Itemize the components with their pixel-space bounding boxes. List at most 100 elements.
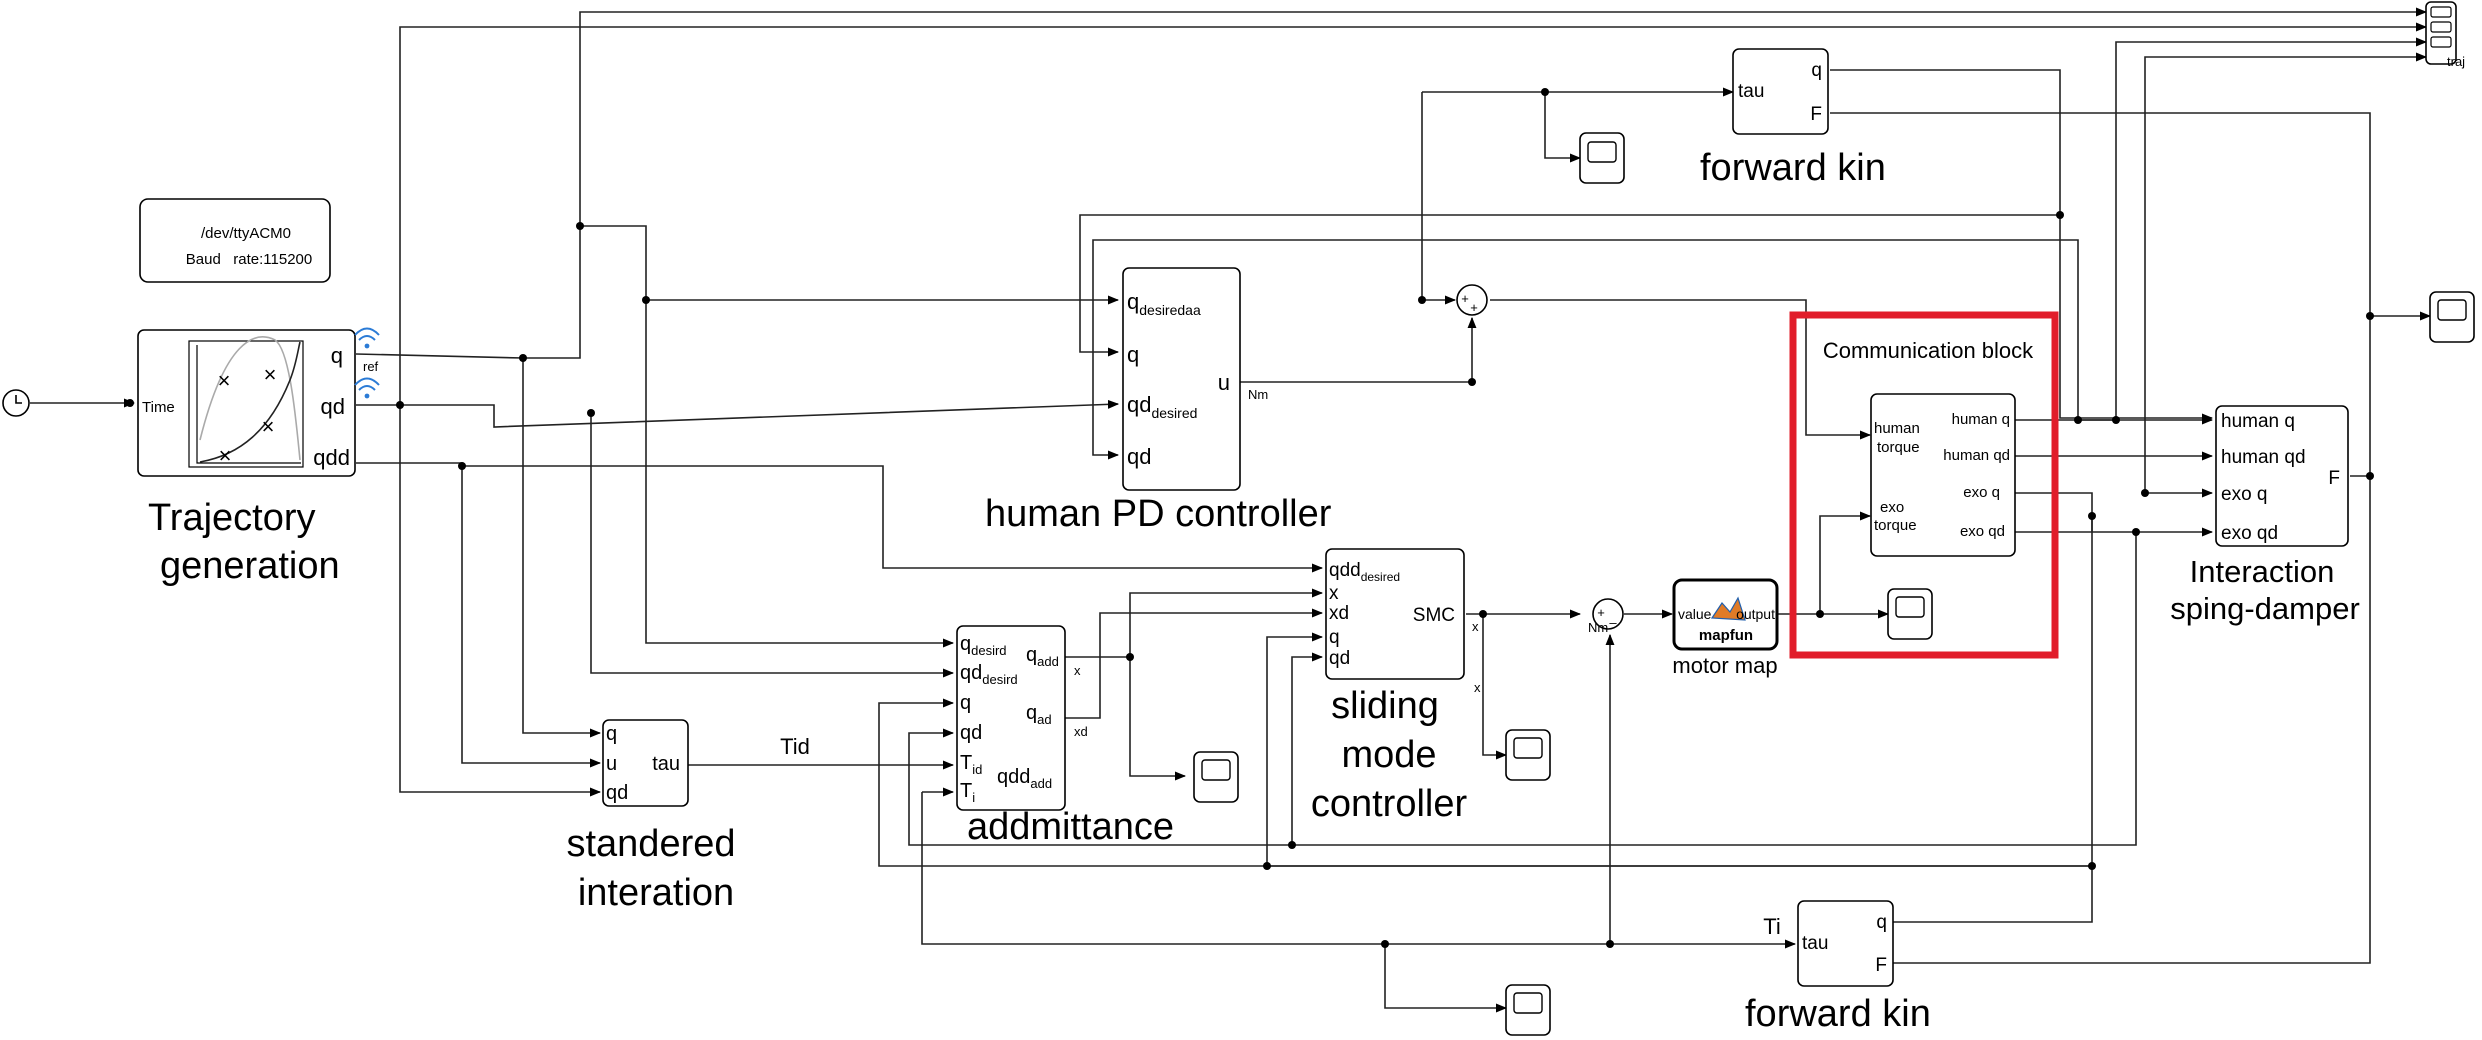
wire-eq-to-traj-scope[interactable] xyxy=(2144,52,2428,493)
scope-fk-bot[interactable] xyxy=(1505,984,1551,1036)
comm-in-exo-1: exo xyxy=(1880,499,1904,516)
adm-x-label: x xyxy=(1074,663,1081,678)
smc-in-xd: xd xyxy=(1329,603,1349,624)
sliding-mode-controller-block[interactable]: qdddesired x xd q qd SMC xyxy=(1325,548,1465,680)
pd-out-u: u xyxy=(1218,370,1230,395)
comm-in-human-1: human xyxy=(1874,420,1920,437)
matlab-icon xyxy=(1710,596,1746,621)
adm-in-ti: Ti xyxy=(960,780,975,805)
scope-fk-top[interactable] xyxy=(1579,132,1625,184)
pd-in-qdesired: qdesiredaa xyxy=(1127,289,1201,318)
comm-out-hq: human q xyxy=(1952,411,2010,428)
scope-traj[interactable] xyxy=(2425,1,2457,65)
wire-fk-loop-to-sum[interactable] xyxy=(1421,92,1457,305)
fk-bot-out-f: F xyxy=(1875,955,1887,976)
adm-in-qd: qd xyxy=(960,722,982,744)
smc-name-line2: mode xyxy=(1341,734,1436,776)
svg-text:×: × xyxy=(264,362,277,387)
wire-fk-top-q[interactable] xyxy=(1830,69,2214,423)
signal-wires xyxy=(30,7,2432,1013)
smc-x-label: x xyxy=(1472,619,1479,634)
wire-hq-to-pd-q[interactable] xyxy=(1079,214,2060,357)
std-in-qd: qd xyxy=(606,782,628,804)
svg-text:+: + xyxy=(1470,300,1478,315)
wire-f-to-fk-bot[interactable] xyxy=(1828,475,2371,968)
wire-q-to-adm-qdesired[interactable] xyxy=(580,225,955,648)
scope-interaction-f[interactable] xyxy=(2429,291,2475,343)
smc-in-x: x xyxy=(1329,583,1339,604)
wire-q-to-std-q[interactable] xyxy=(355,353,602,738)
fk-bot-out-q: q xyxy=(1876,912,1887,933)
wire-qd-to-std-qd[interactable] xyxy=(399,405,602,797)
inter-in-hq: human q xyxy=(2221,411,2295,432)
inter-in-eq: exo q xyxy=(2221,484,2267,505)
smc-in-q: q xyxy=(1329,627,1340,648)
wire-qd-to-adm-qddesired[interactable] xyxy=(590,413,955,678)
sum-block-top[interactable]: + + xyxy=(1456,284,1488,316)
wire-ti-to-fk-bot[interactable] xyxy=(921,792,1797,949)
wire-motor-to-comm-exo[interactable] xyxy=(1819,511,1872,614)
scope-adm[interactable] xyxy=(1193,751,1239,803)
wire-hqd-to-pd-qd[interactable] xyxy=(1092,239,2079,460)
scope-motor[interactable] xyxy=(1887,588,1933,640)
standard-interaction-block[interactable]: q u qd tau xyxy=(602,719,689,807)
wire-q-to-traj-scope[interactable] xyxy=(523,7,2428,359)
wire-comm-eq[interactable] xyxy=(2015,492,2093,516)
motor-map-block[interactable]: value output mapfun xyxy=(1672,578,1779,651)
traj-name-line1: Trajectory xyxy=(148,497,316,539)
fk-top-in-tau: tau xyxy=(1738,81,1764,102)
fk-top-out-f: F xyxy=(1810,104,1822,125)
motor-in-value: value xyxy=(1678,606,1712,622)
wire-fk-bot-q[interactable] xyxy=(1830,866,2093,923)
motor-name: motor map xyxy=(1672,653,1777,678)
traj-out-qd: qd xyxy=(321,394,345,419)
trajectory-generation-block[interactable]: Time × × × × q qd qdd xyxy=(137,329,356,477)
comm-out-eq: exo q xyxy=(1963,484,2000,501)
wire-u-to-sum-top[interactable] xyxy=(1240,316,1477,383)
sum-block-bottom[interactable]: + – xyxy=(1592,598,1624,630)
wire-fk-top-f[interactable] xyxy=(1830,112,2371,475)
svg-text:–: – xyxy=(1609,615,1617,630)
wire-ti-to-scope[interactable] xyxy=(1384,944,1508,1013)
human-pd-controller-block[interactable]: qdesiredaa q qddesired qd u xyxy=(1122,267,1241,491)
smc-out: SMC xyxy=(1413,605,1455,626)
clock-block[interactable] xyxy=(2,389,30,417)
trajectory-plot-icon: × × × × xyxy=(188,336,304,468)
inter-name-line1: Interaction xyxy=(2190,554,2335,589)
wire-qdd-to-std-u[interactable] xyxy=(356,462,602,768)
std-name-line1: standered xyxy=(566,823,735,865)
wire-hq-to-traj-scope[interactable] xyxy=(2078,37,2428,421)
svg-text:×: × xyxy=(218,368,231,393)
interaction-spring-damper-block[interactable]: human q human qd exo q exo qd F xyxy=(2215,405,2349,547)
forward-kin-bottom-block[interactable]: tau q F xyxy=(1797,900,1894,987)
wire-smc-to-scope[interactable] xyxy=(1482,614,1508,760)
wire-adm-xd-to-smc[interactable] xyxy=(1065,608,1324,719)
communication-block[interactable]: Communication block human torque exo tor… xyxy=(1789,311,2059,659)
std-name-line2: interation xyxy=(578,872,734,914)
wire-eq-to-adm-q[interactable] xyxy=(878,698,2092,867)
inter-out-f: F xyxy=(2328,468,2340,489)
clock-icon xyxy=(15,395,22,404)
wire-adm-x-to-smc[interactable] xyxy=(1129,588,1324,657)
wire-qdd-to-smc-qdd[interactable] xyxy=(462,465,1324,573)
adm-name: addmittance xyxy=(967,806,1174,848)
wire-qd-to-pd-qddesired[interactable] xyxy=(356,399,1120,428)
adm-out-qadd: qadd xyxy=(1026,644,1059,669)
adm-in-q: q xyxy=(960,692,971,714)
wire-fk-top-to-scope[interactable] xyxy=(1544,92,1582,163)
pd-name: human PD controller xyxy=(985,493,1332,535)
wire-eqd-to-adm-qd[interactable] xyxy=(908,728,1292,846)
traj-time-port: Time xyxy=(142,399,175,416)
scope-smc[interactable] xyxy=(1505,729,1551,781)
wire-adm-to-scope[interactable] xyxy=(1065,656,1187,781)
forward-kin-top-block[interactable]: tau q F xyxy=(1732,48,1829,135)
wire-qd-to-traj-scope[interactable] xyxy=(399,22,2428,405)
fk-top-out-q: q xyxy=(1811,60,1822,81)
adm-out-qad: qad xyxy=(1026,702,1052,727)
serial-config-block[interactable]: /dev/ttyACM0 Baud rate:115200 xyxy=(139,198,331,283)
pd-in-q: q xyxy=(1127,342,1139,367)
adm-in-qdesird: qdesird xyxy=(960,633,1007,658)
traj-out-qdd: qdd xyxy=(313,445,350,470)
wire-sumtop-to-comm-human[interactable] xyxy=(1490,299,1872,440)
admittance-block[interactable]: qdesird qddesird q qd Tid Ti qadd qad qd… xyxy=(956,625,1066,811)
